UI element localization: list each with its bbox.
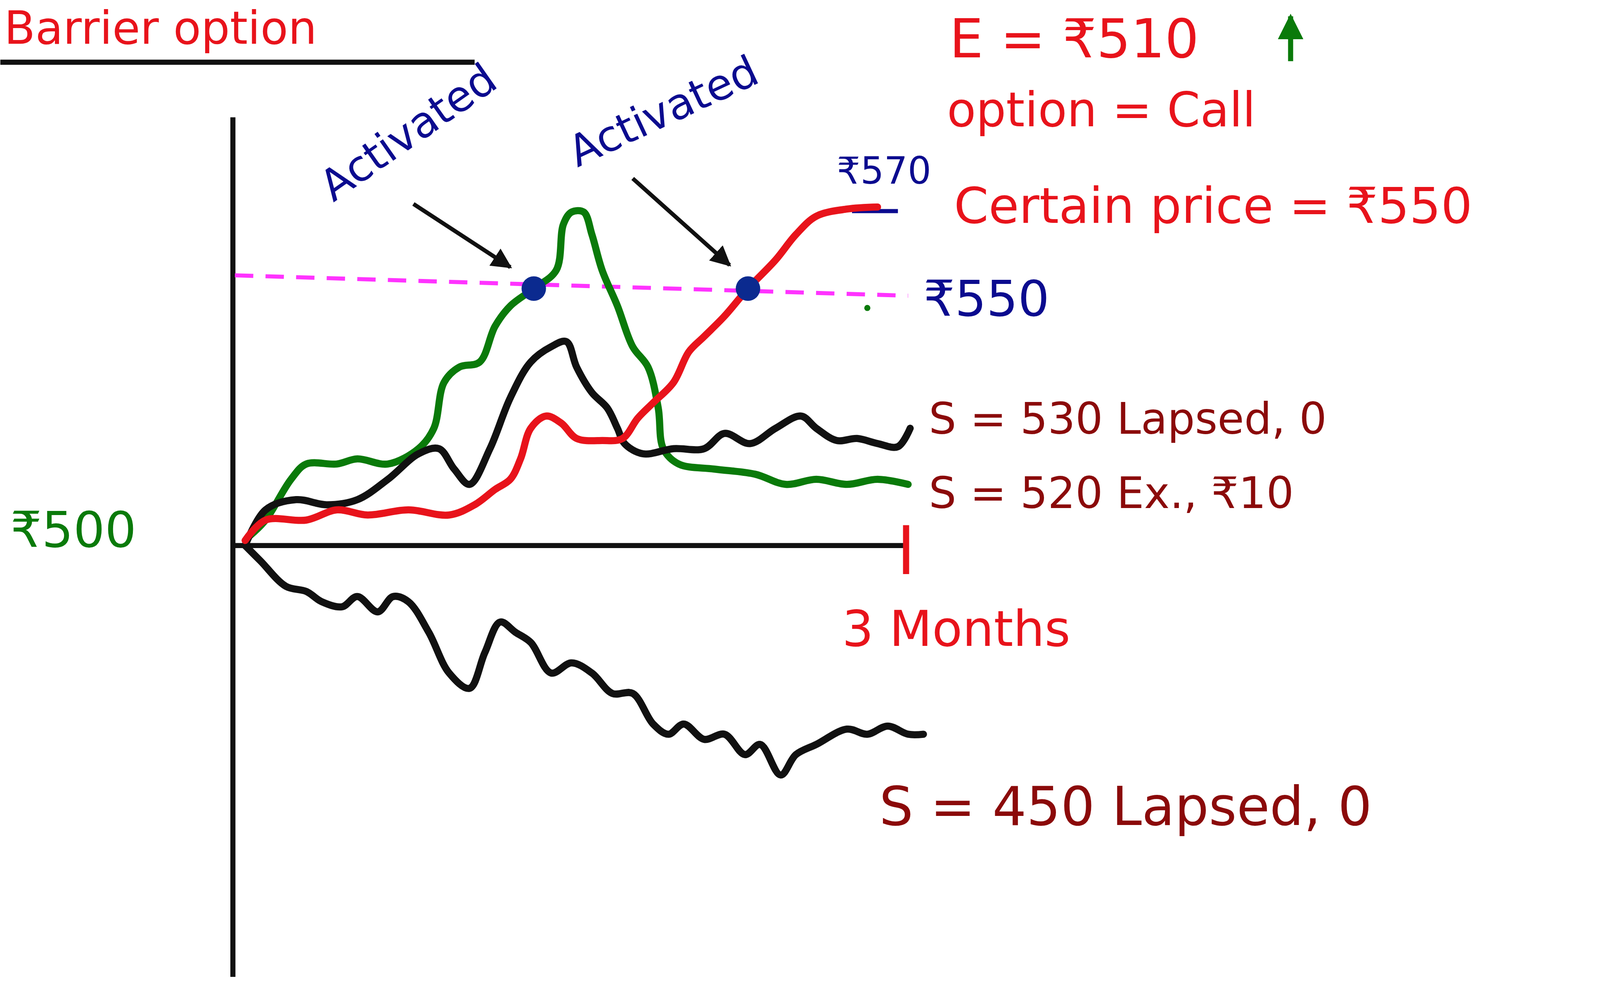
price-path <box>245 545 924 776</box>
annotation-label: S = 450 Lapsed, 0 <box>879 776 1373 838</box>
annotation-label: ₹570 <box>836 149 932 193</box>
annotation-label: Activated <box>310 54 506 211</box>
x-axis <box>232 543 909 549</box>
annotation-label: ₹550 <box>923 270 1050 328</box>
up-arrow <box>1287 16 1293 62</box>
activation-dot <box>521 276 546 301</box>
annotation-label: Certain price = ₹550 <box>953 177 1473 235</box>
price-path <box>245 341 911 546</box>
maturity-tick <box>903 525 910 575</box>
dot <box>864 305 871 312</box>
barrier-line <box>234 275 909 296</box>
annotation-label: E = ₹510 <box>949 8 1200 71</box>
annotation-label: ₹500 <box>10 501 137 559</box>
pointer-arrow <box>413 203 511 268</box>
price-path <box>245 207 878 541</box>
annotation-label: option = Call <box>946 82 1256 138</box>
annotation-label: 3 Months <box>842 600 1071 658</box>
pointer-arrow <box>632 178 730 266</box>
title-underline <box>0 59 475 65</box>
title: Barrier option <box>4 2 318 55</box>
annotation-label: S = 530 Lapsed, 0 <box>928 394 1327 445</box>
annotation-label: Activated <box>560 46 767 177</box>
annotation-label: S = 520 Ex., ₹10 <box>928 468 1294 519</box>
activation-dot <box>735 276 760 301</box>
